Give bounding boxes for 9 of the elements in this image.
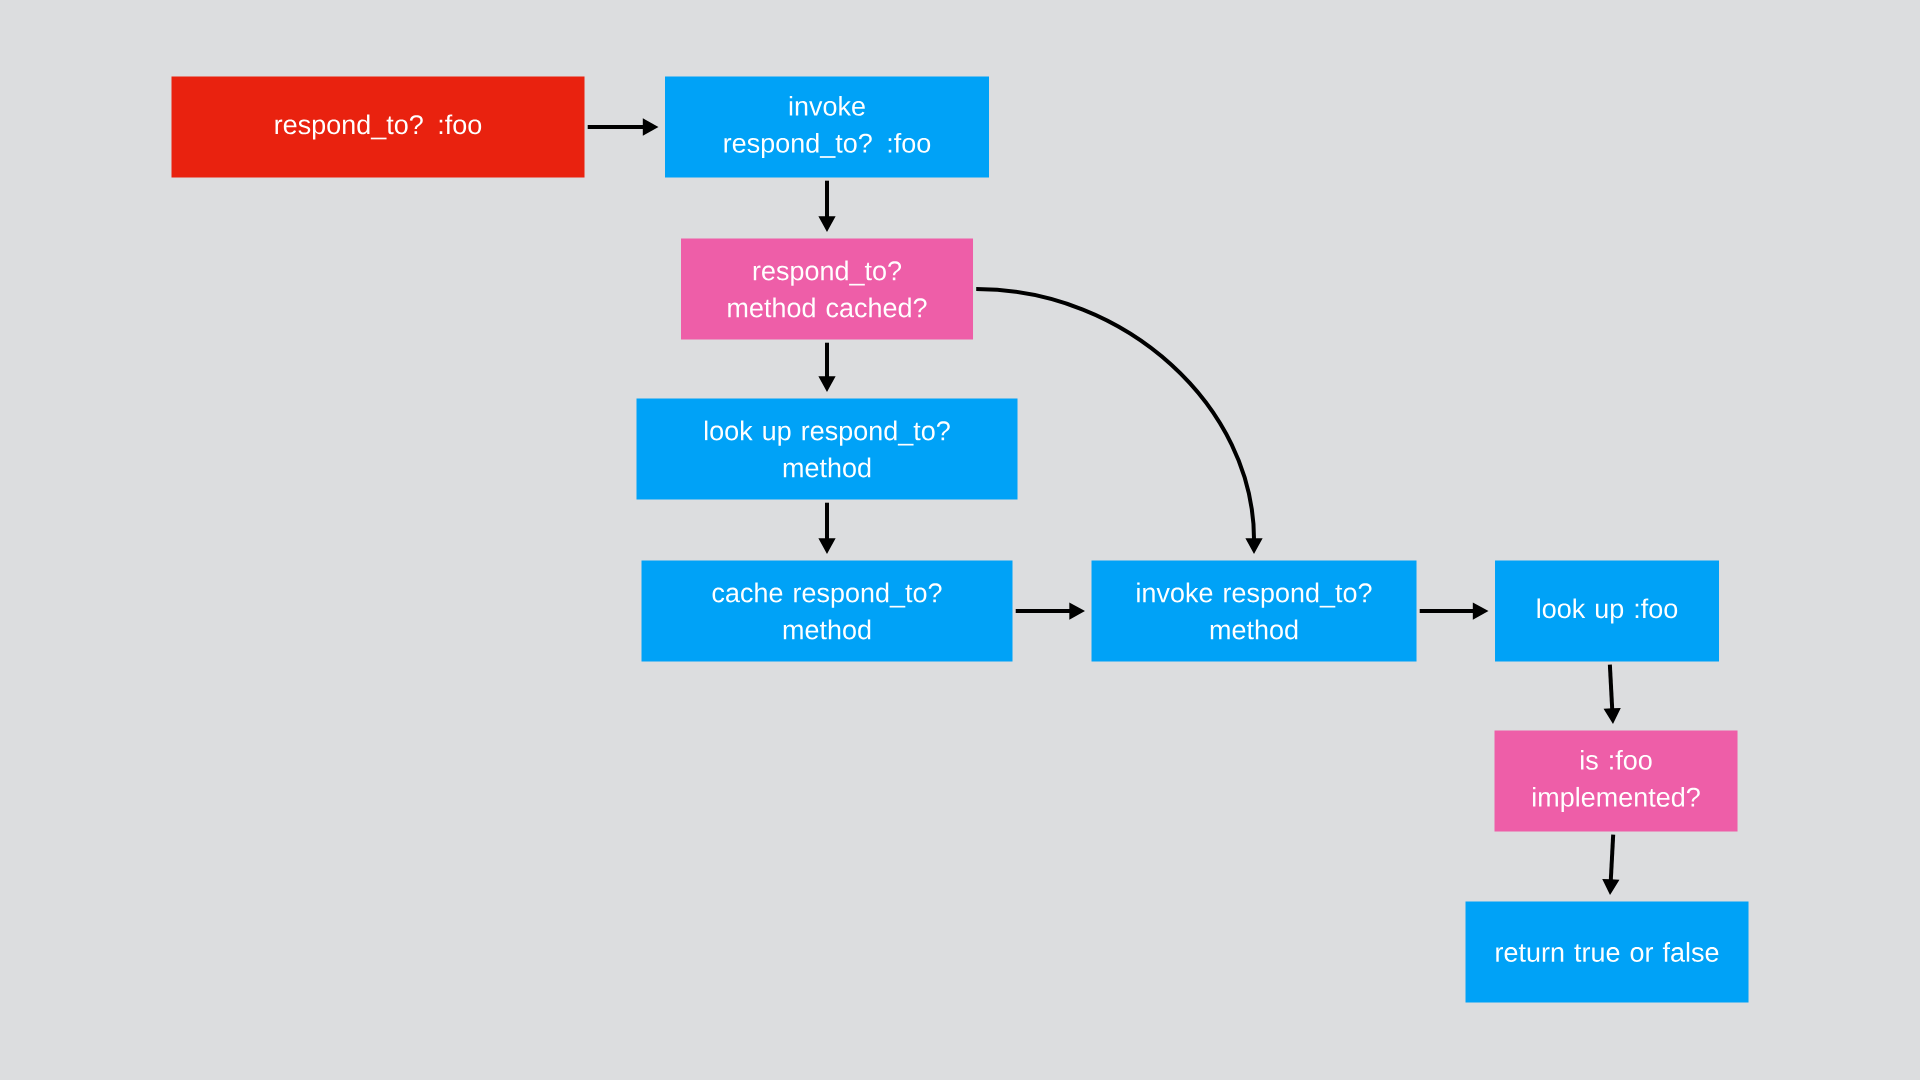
process-box: return true or false [1465, 901, 1749, 1003]
decision-box: respond_to? method cached? [681, 238, 973, 340]
start-box: respond_to? :foo [171, 76, 585, 178]
process-box: cache respond_to? method [641, 560, 1013, 662]
process-box: look up respond_to? method [636, 398, 1018, 500]
process-box: invoke respond_to? :foo [665, 76, 989, 178]
process-box: look up :foo [1495, 560, 1719, 662]
decision-box: is :foo implemented? [1494, 730, 1738, 832]
process-box: invoke respond_to? method [1091, 560, 1417, 662]
